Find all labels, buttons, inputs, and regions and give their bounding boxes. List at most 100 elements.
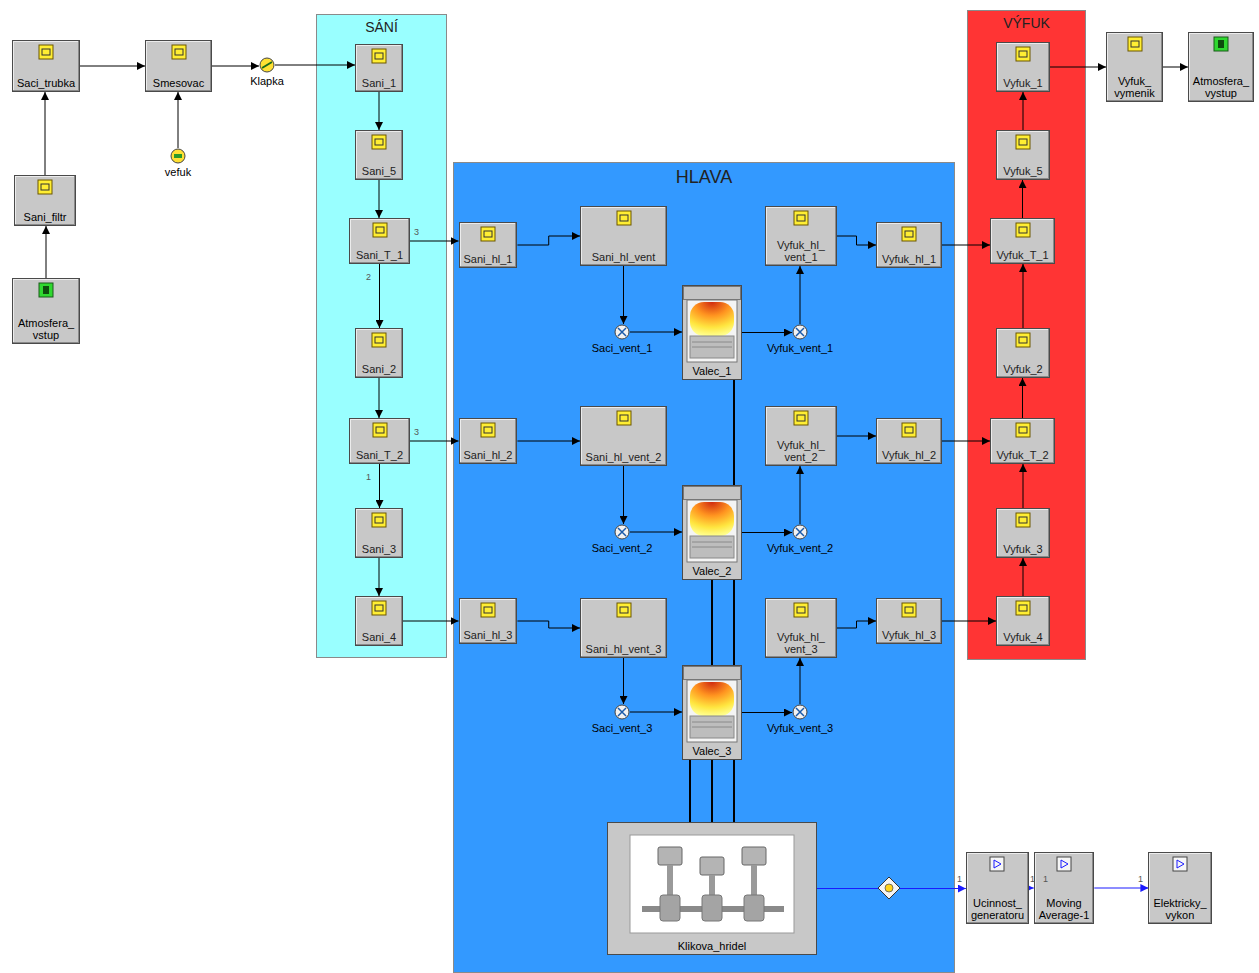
component-icon [480,226,496,242]
component-icon [371,332,387,348]
valve-icon [793,525,807,539]
pipe-icon-mark [375,517,383,523]
component-label: Sani_T_1 [352,249,407,261]
cylinder-box: Valec_3 [682,665,742,760]
component-box: Vyfuk_T_1 [990,218,1055,264]
component-icon [614,324,630,340]
pipe-icon [794,211,808,225]
component-icon [792,324,808,340]
component-box: Sani_hl_2 [459,418,518,464]
combustion-chamber [690,502,734,536]
flow-connector [1163,67,1188,68]
flow-connector [410,441,459,442]
port-number: 3 [414,427,419,437]
component-box: Vyfuk_hl_1 [876,222,942,268]
component-icon [38,282,54,298]
flow-connector [623,658,624,704]
pipe-icon [481,227,495,241]
component-box: Vyfuk_hl_3 [876,598,942,644]
signal-icon [1173,857,1187,871]
pipe-icon [481,603,495,617]
flow-connector [379,180,380,218]
flow-connector [1023,558,1024,596]
cylinder-bore [687,680,737,742]
flow-connector [275,65,355,66]
component-box: Sani_hl_vent_3 [580,598,667,658]
pipe-icon-mark [905,427,913,433]
boundary-icon [39,283,53,297]
component-label: Sani_2 [358,363,400,375]
component-label: Vyfuk_T_1 [993,249,1052,261]
component-box: Sani_4 [355,596,403,646]
component-icon [614,524,630,540]
signal-wire [1094,888,1148,889]
component-label: Sani_hl_2 [462,449,515,461]
cylinder-illustration [683,286,741,364]
combustion-chamber [690,682,734,716]
component-icon [901,602,917,618]
connectors [45,65,1188,889]
pipe-icon-mark [1131,41,1139,47]
pipe-icon [794,411,808,425]
pipe-icon [902,227,916,241]
valve-node: Saci_vent_2 [614,524,630,540]
component-label: Vyfuk_vent_3 [767,722,833,734]
pipe-icon [172,45,186,59]
boundary-icon-mark [43,286,49,294]
sensor-diamond [878,877,900,899]
signal-icon [990,857,1004,871]
pipe-icon [1016,601,1030,615]
valve-node: Vyfuk_vent_1 [792,324,808,340]
valve-node: vefuk [170,148,186,164]
component-icon [1015,222,1031,238]
pipe-icon [372,49,386,63]
component-label: Sani_hl_vent_3 [583,643,664,655]
component-icon [1015,512,1031,528]
flow-connector [517,236,580,245]
pipe-icon-mark [620,607,628,613]
component-label: Vyfuk_4 [999,631,1047,643]
flow-connector [410,241,459,242]
flow-connector [800,658,801,704]
throttle-plate [262,62,272,68]
port-number: 2 [366,272,371,282]
piston-rings [692,342,732,347]
sensor-symbol [878,877,900,899]
component-label: Vyfuk_hl_1 [879,253,939,265]
pipe-icon [902,423,916,437]
mechanical-link [733,380,735,822]
cylinder-box: Valec_1 [682,285,742,380]
pipe-icon-mark [1019,51,1027,57]
component-icon [371,134,387,150]
signal-wire [817,888,966,889]
component-box: Vyfuk_3 [996,508,1050,558]
port-number: 1 [366,472,371,482]
component-icon [1015,134,1031,150]
component-label: Valec_2 [683,565,741,577]
component-label: Atmosfera_ vystup [1191,75,1251,99]
component-label: Vyfuk_hl_ vent_1 [768,239,834,263]
pipe-icon [39,45,53,59]
pipe-icon-mark [375,337,383,343]
piston-rings [692,542,732,547]
component-label: Saci_trubka [15,77,77,89]
component-box: Vyfuk_hl_ vent_2 [765,406,837,466]
component-box: Atmosfera_ vstup [12,278,80,344]
pipe-icon-mark [1019,227,1027,233]
flow-connector [837,236,876,245]
valve-node: Vyfuk_vent_3 [792,704,808,720]
flow-connector [837,436,876,437]
component-label: Sani_4 [358,631,400,643]
flow-connector [800,466,801,524]
sensor-dot [885,884,893,892]
inlet-icon [171,149,185,163]
valve-icon [793,705,807,719]
component-icon [901,226,917,242]
signal-icon-mark [994,860,1001,868]
component-box: Sani_hl_1 [459,222,518,268]
component-label: Sani_hl_3 [462,629,515,641]
component-icon [1015,600,1031,616]
component-label: Vyfuk_vent_2 [767,542,833,554]
pipe-icon-mark [42,49,50,55]
pipe-icon-mark [375,139,383,145]
